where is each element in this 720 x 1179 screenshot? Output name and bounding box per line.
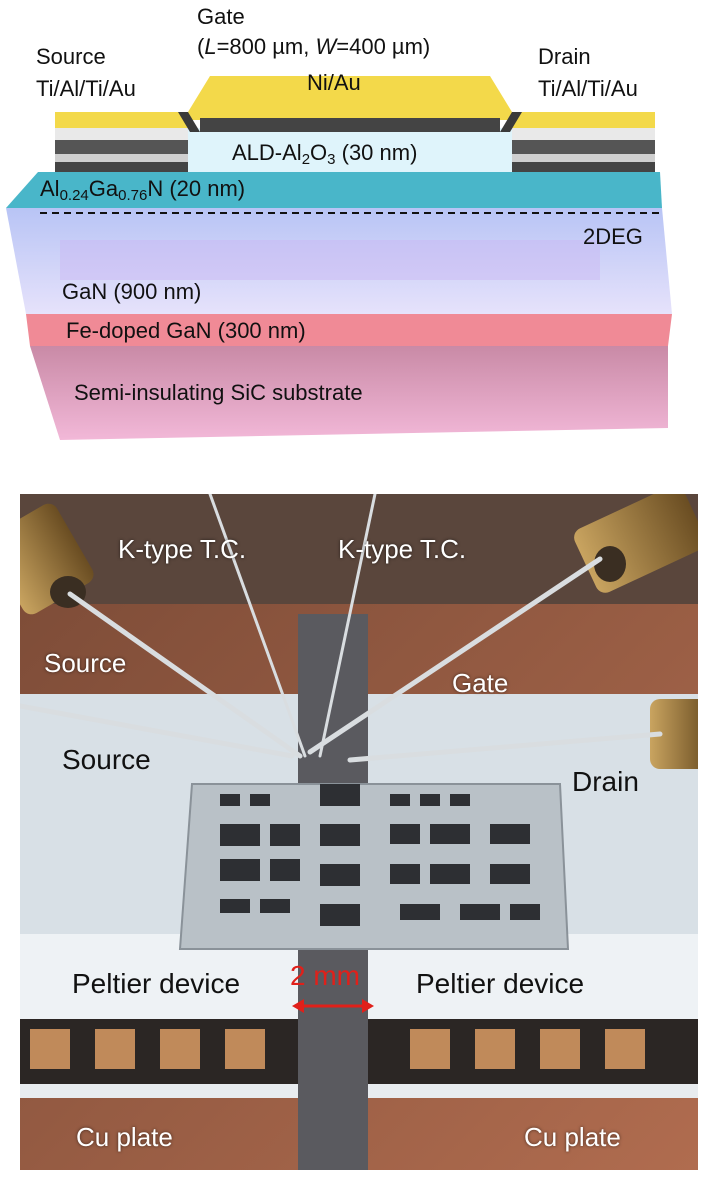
photo-illustration [20, 494, 698, 1170]
gan-layer [6, 208, 672, 314]
drain-contact [512, 112, 655, 172]
source-contact [55, 112, 188, 172]
fe-doped-gan-layer [26, 314, 672, 346]
measurement-photo: K-type T.C. K-type T.C. Source Gate Sour… [20, 494, 698, 1170]
gate-dimensions: (L=800 µm, W=400 µm) [197, 34, 431, 59]
drain-photo-label: Drain [572, 766, 639, 797]
cu-plate-right-label: Cu plate [524, 1122, 621, 1152]
needle-source-lower [20, 703, 295, 759]
peltier-right-label: Peltier device [416, 968, 585, 999]
sic-substrate-layer [30, 346, 668, 440]
fe-gan-label: Fe-doped GaN (300 nm) [66, 318, 306, 343]
drain-title: Drain [538, 44, 591, 69]
cu-plate-left-label: Cu plate [76, 1122, 173, 1152]
device-cross-section [6, 76, 672, 440]
scale-label: 2 mm [290, 960, 360, 991]
source-title: Source [36, 44, 106, 69]
tc-right-label: K-type T.C. [338, 534, 467, 564]
oxide-label: ALD-Al2O3 (30 nm) [232, 140, 418, 168]
needle-drain [347, 731, 663, 763]
algan-barrier-layer [6, 172, 662, 208]
needle-gate [307, 556, 603, 755]
probe-holder-drain [650, 699, 698, 769]
drain-metal-label: Ti/Al/Ti/Au [538, 76, 638, 101]
thermocouple-right [318, 494, 377, 758]
2deg-label: 2DEG [583, 224, 643, 249]
oxide-layer [188, 128, 512, 172]
gate-metal-label: Ni/Au [307, 70, 361, 95]
source-upper-label: Source [44, 648, 127, 678]
algan-label: Al0.24Ga0.76N (20 nm) [40, 176, 246, 204]
source-lower-label: Source [62, 744, 151, 775]
thermocouple-left [208, 494, 307, 758]
tc-left-label: K-type T.C. [118, 534, 247, 564]
gate-title: Gate [197, 4, 245, 29]
probe-holder-right [574, 494, 698, 593]
gate-contact [178, 76, 522, 132]
peltier-left-label: Peltier device [72, 968, 241, 999]
gan-label: GaN (900 nm) [62, 279, 202, 304]
gate-photo-label: Gate [452, 668, 509, 698]
source-metal-label: Ti/Al/Ti/Au [36, 76, 136, 101]
substrate-label: Semi-insulating SiC substrate [74, 380, 363, 405]
needle-source-upper [67, 591, 303, 759]
scale-arrow [292, 999, 374, 1013]
